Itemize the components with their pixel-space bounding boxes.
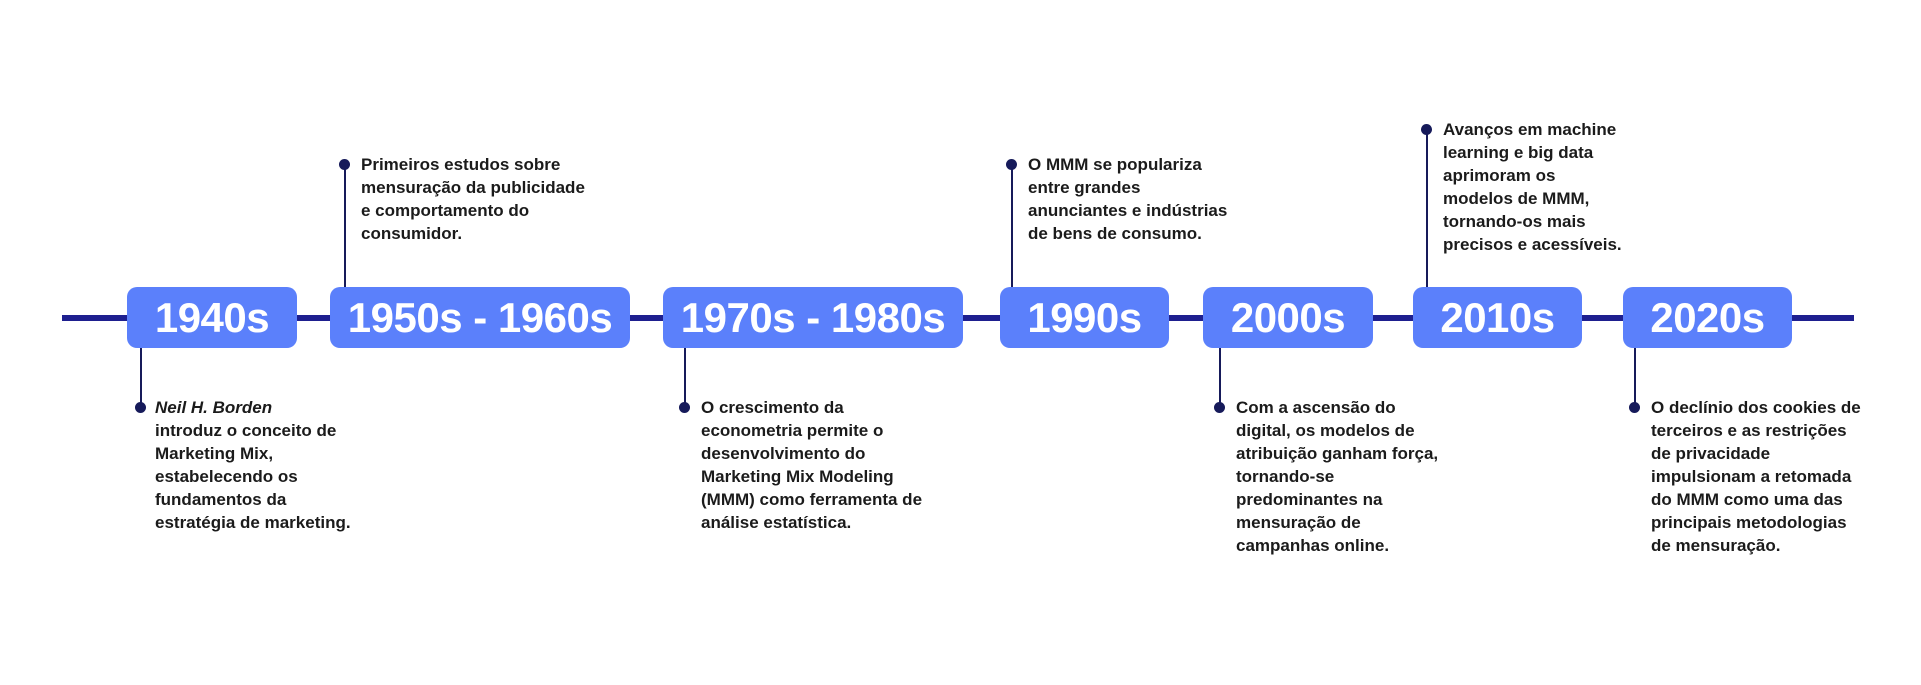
connector-1940s [140, 348, 142, 408]
connector-2020s [1634, 348, 1636, 408]
era-box-2010s: 2010s [1413, 287, 1582, 348]
connector-1970s-1980s [684, 348, 686, 408]
bullet-dot-icon [1629, 402, 1640, 413]
bullet-dot-icon [1006, 159, 1017, 170]
bullet-dot-icon [1214, 402, 1225, 413]
event-note-1970s-1980s: O crescimento da econometria permite o d… [701, 398, 923, 532]
era-box-1990s: 1990s [1000, 287, 1169, 348]
bullet-dot-icon [679, 402, 690, 413]
era-box-1950s-1960s: 1950s - 1960s [330, 287, 630, 348]
connector-1990s [1011, 164, 1013, 287]
bullet-dot-icon [1421, 124, 1432, 135]
era-box-2000s: 2000s [1203, 287, 1373, 348]
connector-2010s [1426, 129, 1428, 287]
event-text: introduz o conceito de Marketing Mix, es… [155, 421, 351, 532]
connector-1950s-1960s [344, 164, 346, 287]
event-note-2010s: Avanços em machine learning e big data a… [1443, 120, 1622, 254]
highlight-name: Neil H. Borden [155, 398, 273, 417]
bullet-dot-icon [339, 159, 350, 170]
event-note-1990s: O MMM se populariza entre grandes anunci… [1028, 155, 1228, 243]
connector-2000s [1219, 348, 1221, 408]
era-box-2020s: 2020s [1623, 287, 1792, 348]
era-box-1970s-1980s: 1970s - 1980s [663, 287, 963, 348]
era-box-1940s: 1940s [127, 287, 297, 348]
event-note-1950s-1960s: Primeiros estudos sobre mensuração da pu… [361, 155, 585, 243]
bullet-dot-icon [135, 402, 146, 413]
event-note-2000s: Com a ascensão do digital, os modelos de… [1236, 398, 1439, 555]
event-note-1940s: Neil H. Borden introduz o conceito de Ma… [155, 396, 351, 534]
event-note-2020s: O declínio dos cookies de terceiros e as… [1651, 398, 1861, 555]
